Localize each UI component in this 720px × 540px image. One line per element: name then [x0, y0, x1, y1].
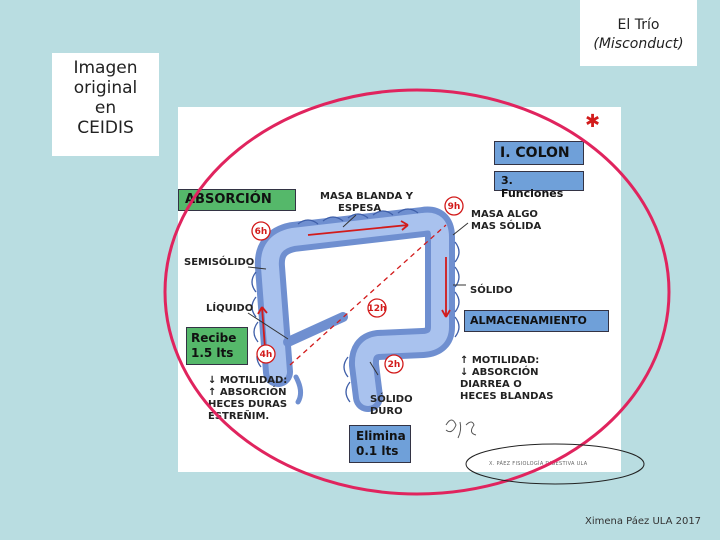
motilidad-right: ↑ MOTILIDAD: ↓ ABSORCIÓN DIARREA O HECES… [460, 355, 553, 403]
motilidad-right-line: DIARREA O [460, 379, 522, 390]
trio-subtitle: (Misconduct) [593, 36, 684, 52]
time-9h: 9h [448, 202, 461, 212]
masa-algo-line: MAS SÓLIDA [471, 221, 542, 232]
motilidad-left-line: ↑ ABSORCIÓN [208, 387, 287, 398]
funciones-label: 3. Funciones [494, 171, 584, 200]
time-4h: 4h [260, 350, 273, 360]
masa-blanda-line: ESPESA [338, 203, 382, 214]
elimina-box: Elimina 0.1 lts [349, 425, 411, 463]
note-line: original [73, 78, 138, 98]
masa-algo-label: MASA ALGO MAS SÓLIDA [471, 209, 541, 233]
trio-box: El Trío (Misconduct) [580, 0, 697, 66]
time-6h: 6h [255, 227, 268, 237]
appendix [293, 374, 304, 405]
motilidad-left: ↓ MOTILIDAD: ↑ ABSORCIÓN HECES DURAS EST… [208, 375, 287, 423]
masa-blanda-label: MASA BLANDA Y ESPESA [320, 191, 413, 215]
colon-diagram: 6h 9h 4h 12h 2h ✱ I. COLON 3. Funciones … [178, 107, 621, 472]
motilidad-right-line: ↑ MOTILIDAD: [460, 355, 540, 366]
recibe-box: Recibe 1.5 lts [186, 327, 248, 365]
motilidad-right-line: HECES BLANDAS [460, 391, 554, 402]
absorcion-label: ABSORCIÓN [178, 189, 296, 211]
note-line: Imagen [73, 58, 138, 78]
star-icon: ✱ [585, 111, 601, 132]
credit-text: Ximena Páez ULA 2017 [585, 516, 702, 527]
solido-duro-label: SÓLIDO DURO [370, 394, 413, 418]
note-line: en [94, 98, 117, 118]
time-12h: 12h [368, 304, 387, 314]
trio-title: El Trío [617, 17, 660, 33]
recibe-amount: 1.5 lts [191, 346, 234, 360]
solido-label: SÓLIDO [470, 285, 513, 296]
elimina-amount: 0.1 lts [356, 444, 399, 458]
motilidad-left-line: ↓ MOTILIDAD: [208, 375, 288, 386]
signature [445, 419, 477, 439]
note-line: CEIDIS [77, 118, 134, 138]
solido-duro-line: SÓLIDO [370, 394, 413, 405]
recibe-line: Recibe [191, 331, 237, 345]
masa-algo-line: MASA ALGO [471, 209, 538, 220]
masa-blanda-line: MASA BLANDA Y [320, 191, 413, 202]
colon-tube [254, 206, 455, 412]
motilidad-right-line: ↓ ABSORCIÓN [460, 367, 539, 378]
ileum [283, 312, 348, 347]
semisolido-label: SEMISÓLIDO [184, 257, 255, 268]
time-2h: 2h [388, 360, 401, 370]
elimina-line: Elimina [356, 429, 406, 443]
almacenamiento-label: ALMACENAMIENTO [464, 310, 609, 332]
motilidad-left-line: ESTREÑIM. [208, 411, 270, 422]
motilidad-left-line: HECES DURAS [208, 399, 288, 410]
figure-caption: X. PÁEZ FISIOLOGÍA DIGESTIVA ULA [489, 461, 588, 467]
original-image-note: Imagen original en CEIDIS [52, 53, 159, 156]
liquido-label: LÍQUIDO [206, 303, 254, 314]
colon-title: I. COLON [494, 141, 584, 165]
solido-duro-line: DURO [370, 406, 403, 417]
